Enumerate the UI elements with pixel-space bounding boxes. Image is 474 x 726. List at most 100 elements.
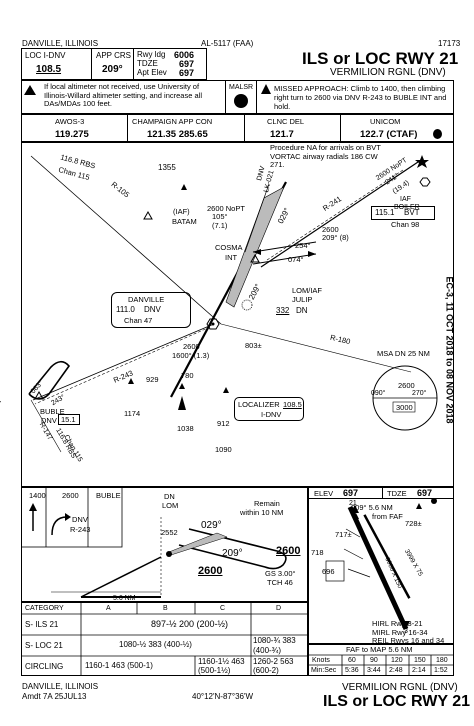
lighting-item: MIRL Rwy 16-34: [372, 627, 428, 637]
faf-time: 2:14: [412, 667, 426, 674]
alt-1355: 1355: [158, 163, 176, 172]
batam-dist: (7.1): [212, 221, 228, 230]
crs-254: 254°: [295, 241, 311, 250]
ad-obs2: 728±: [405, 519, 422, 528]
min-ils-value: 897-½ 200 (200-½): [151, 619, 229, 629]
plan-view-graphic: [28, 155, 438, 453]
obstacle-icons: [128, 184, 229, 393]
missed-approach-icon: [261, 84, 271, 94]
buble-dnv: DNV: [41, 416, 57, 425]
min-circ-d: 1260-2 563 (600-2): [253, 657, 294, 676]
faf-time: 1:52: [434, 667, 448, 674]
side-margin-left: EC-3, 11 OCT 2018 to 08 NOV 2018: [0, 276, 2, 423]
min-header-d: D: [276, 605, 282, 612]
profile-gs: GS 3.00°: [265, 569, 296, 578]
faf-time: 3:44: [367, 667, 381, 674]
tdze: 697: [179, 59, 195, 69]
buble-val: 15.1: [61, 415, 76, 424]
profile-crs-029: 029°: [201, 520, 222, 531]
profile-remain: Remain: [254, 499, 280, 508]
alt-780: 780: [181, 371, 194, 380]
profile-crs-209: 209°: [222, 548, 243, 559]
footer-location: DANVILLE, ILLINOIS: [22, 682, 99, 691]
alt-803: 803±: [245, 341, 262, 350]
localizer-id: I-DNV: [261, 410, 282, 419]
ad-718: 718: [311, 548, 324, 557]
profile-tch: TCH 46: [267, 578, 293, 587]
plan-view: [21, 142, 454, 487]
faf-time: 5:36: [345, 667, 359, 674]
min-circ-c: 1160-1½ 463 (500-1½): [198, 657, 245, 676]
proc-na-note: Procedure NA for arrivals on BVT VORTAC …: [270, 143, 381, 170]
comms-row: AWOS-3 119.275 CHAMPAIGN APP CON 121.35 …: [21, 114, 454, 142]
faf-knot: 180: [436, 657, 448, 664]
apt-elev: 697: [179, 68, 195, 78]
cosma-int: INT: [225, 253, 238, 262]
alt-2600-s: 2600: [322, 225, 339, 234]
warning-triangle-icon: [24, 85, 36, 95]
alt-2600-209: 209° (8): [322, 233, 349, 242]
danville-vor-box: DANVILLE 111.0 DNV Chan 47: [111, 292, 191, 328]
lighting-item: HIRL Rwy 3-21: [372, 619, 423, 628]
ad-696: 696: [322, 567, 335, 576]
bvt-id: BVT: [404, 208, 420, 217]
faf-min-label: Min:Sec: [311, 667, 337, 674]
faf-knot: 60: [348, 657, 356, 664]
buble-dme-box: 15.1: [58, 414, 80, 425]
danville-name: DANVILLE: [128, 295, 165, 304]
ad-rwy-end-3: 3: [404, 628, 408, 635]
header-title: ILS or LOC RWY 21: [302, 49, 459, 68]
profile-buble: BUBLE: [96, 491, 121, 500]
header-location: DANVILLE, ILLINOIS: [22, 39, 99, 48]
comm-label-awos: AWOS-3: [55, 117, 85, 126]
alt-1038: 1038: [177, 424, 194, 433]
bvt-freq: 115.1: [375, 208, 395, 217]
alt-1174: 1174: [124, 409, 141, 418]
comm-value-clnc: 121.7: [270, 129, 294, 140]
min-header-b: B: [163, 605, 168, 612]
comm-label-unicom: UNICOM: [370, 117, 401, 126]
malsr-lighting-icon: [234, 94, 248, 108]
comm-value-app: 121.35 285.65: [147, 129, 208, 140]
min-header-c: C: [220, 605, 226, 612]
min-row-loc: S- LOC 21: [25, 641, 63, 650]
julip-name: JULIP: [292, 295, 313, 304]
proc-number: 17173: [438, 39, 461, 48]
lom-iaf: LOM/IAF: [292, 286, 323, 295]
header-airport: VERMILION RGNL (DNV): [330, 67, 446, 78]
rwy-ldg-label: Rwy ldg: [137, 50, 166, 59]
lighting-list: HIRL Rwy 3-21 MIRL Rwy 16-34 REIL Rwys 1…: [372, 619, 444, 646]
buble-name: BUBLE: [40, 407, 65, 416]
batam-name: BATAM: [172, 217, 197, 226]
boiler-name: BOILER: [394, 204, 420, 211]
app-crs-label: APP CRS: [96, 51, 131, 60]
notes-row: If local altimeter not received, use Uni…: [21, 80, 454, 114]
ad-rwy-end-21: 21: [349, 500, 357, 507]
msa-circle: [372, 365, 438, 431]
tdze-label: TDZE: [137, 59, 158, 68]
profile-graphic: [21, 487, 287, 598]
ctaf-icon: [433, 129, 442, 139]
ad-from-faf: from FAF: [372, 512, 403, 521]
header-freq-box: LOC I-DNV 108.5 APP CRS 209° Rwy ldg 600…: [21, 48, 207, 80]
elev-label: ELEV: [314, 489, 334, 498]
bvt-vortac-icon: [419, 177, 431, 187]
julip-freq: 332: [276, 306, 290, 315]
profile-lom: LOM: [162, 501, 179, 510]
msa-3000: 3000: [396, 403, 413, 412]
footer-title: ILS or LOC RWY 21: [323, 693, 470, 710]
alt-1090: 1090: [215, 445, 232, 454]
profile-2600c: 2600: [198, 565, 223, 577]
min-row-circling: CIRCLING: [25, 662, 64, 671]
rwy-ldg: 6006: [174, 50, 195, 60]
comm-label-clnc: CLNC DEL: [267, 117, 305, 126]
msa-title: MSA DN 25 NM: [377, 349, 430, 358]
malsr-label: MALSR: [229, 84, 254, 91]
localizer-icon: [178, 396, 186, 410]
faf-knot: 90: [370, 657, 378, 664]
faf-knots-label: Knots: [312, 657, 330, 664]
profile-dist: 5.6 NM: [113, 595, 136, 602]
profile-2552: 2552: [161, 528, 178, 537]
profile-within: within 10 NM: [240, 508, 284, 517]
min-row-ils: S- ILS 21: [25, 620, 59, 629]
